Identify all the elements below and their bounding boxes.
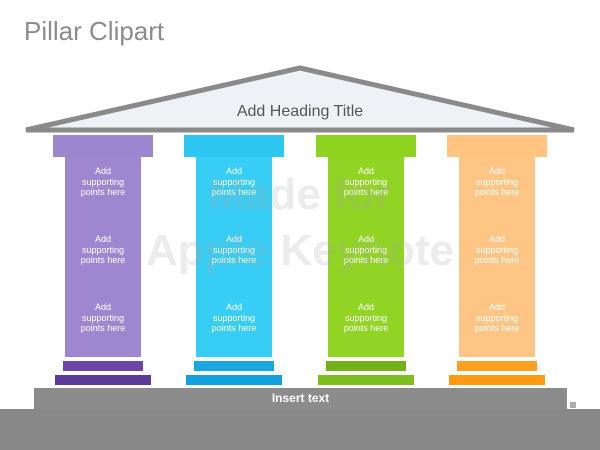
pillar-capital xyxy=(447,135,547,157)
footer-text: Insert text xyxy=(271,391,330,405)
roof xyxy=(25,65,575,133)
pillar-base-top xyxy=(457,361,537,371)
roof-triangle xyxy=(25,65,575,133)
pillar-capital xyxy=(184,135,284,157)
pillar-base-top xyxy=(194,361,274,371)
pillar-base-top xyxy=(63,361,143,371)
pillar-base-bottom xyxy=(186,375,282,385)
pillar-capital xyxy=(53,135,153,157)
pillar-base-bottom xyxy=(449,375,545,385)
pillar-shaft xyxy=(328,157,404,357)
pillar-capital xyxy=(316,135,416,157)
pillar-base-bottom xyxy=(318,375,414,385)
slide-title: Pillar Clipart xyxy=(24,16,165,46)
pillar-shaft xyxy=(196,157,272,357)
pillar-base-bottom xyxy=(55,375,151,385)
pillar-shaft xyxy=(65,157,141,357)
corner-mark xyxy=(570,402,576,408)
footer-bar: Insert text xyxy=(34,388,567,409)
pillar-shaft xyxy=(459,157,535,357)
heading-title: Add Heading Title xyxy=(236,103,364,120)
pillar-base-top xyxy=(326,361,406,371)
bottom-band xyxy=(0,409,600,450)
